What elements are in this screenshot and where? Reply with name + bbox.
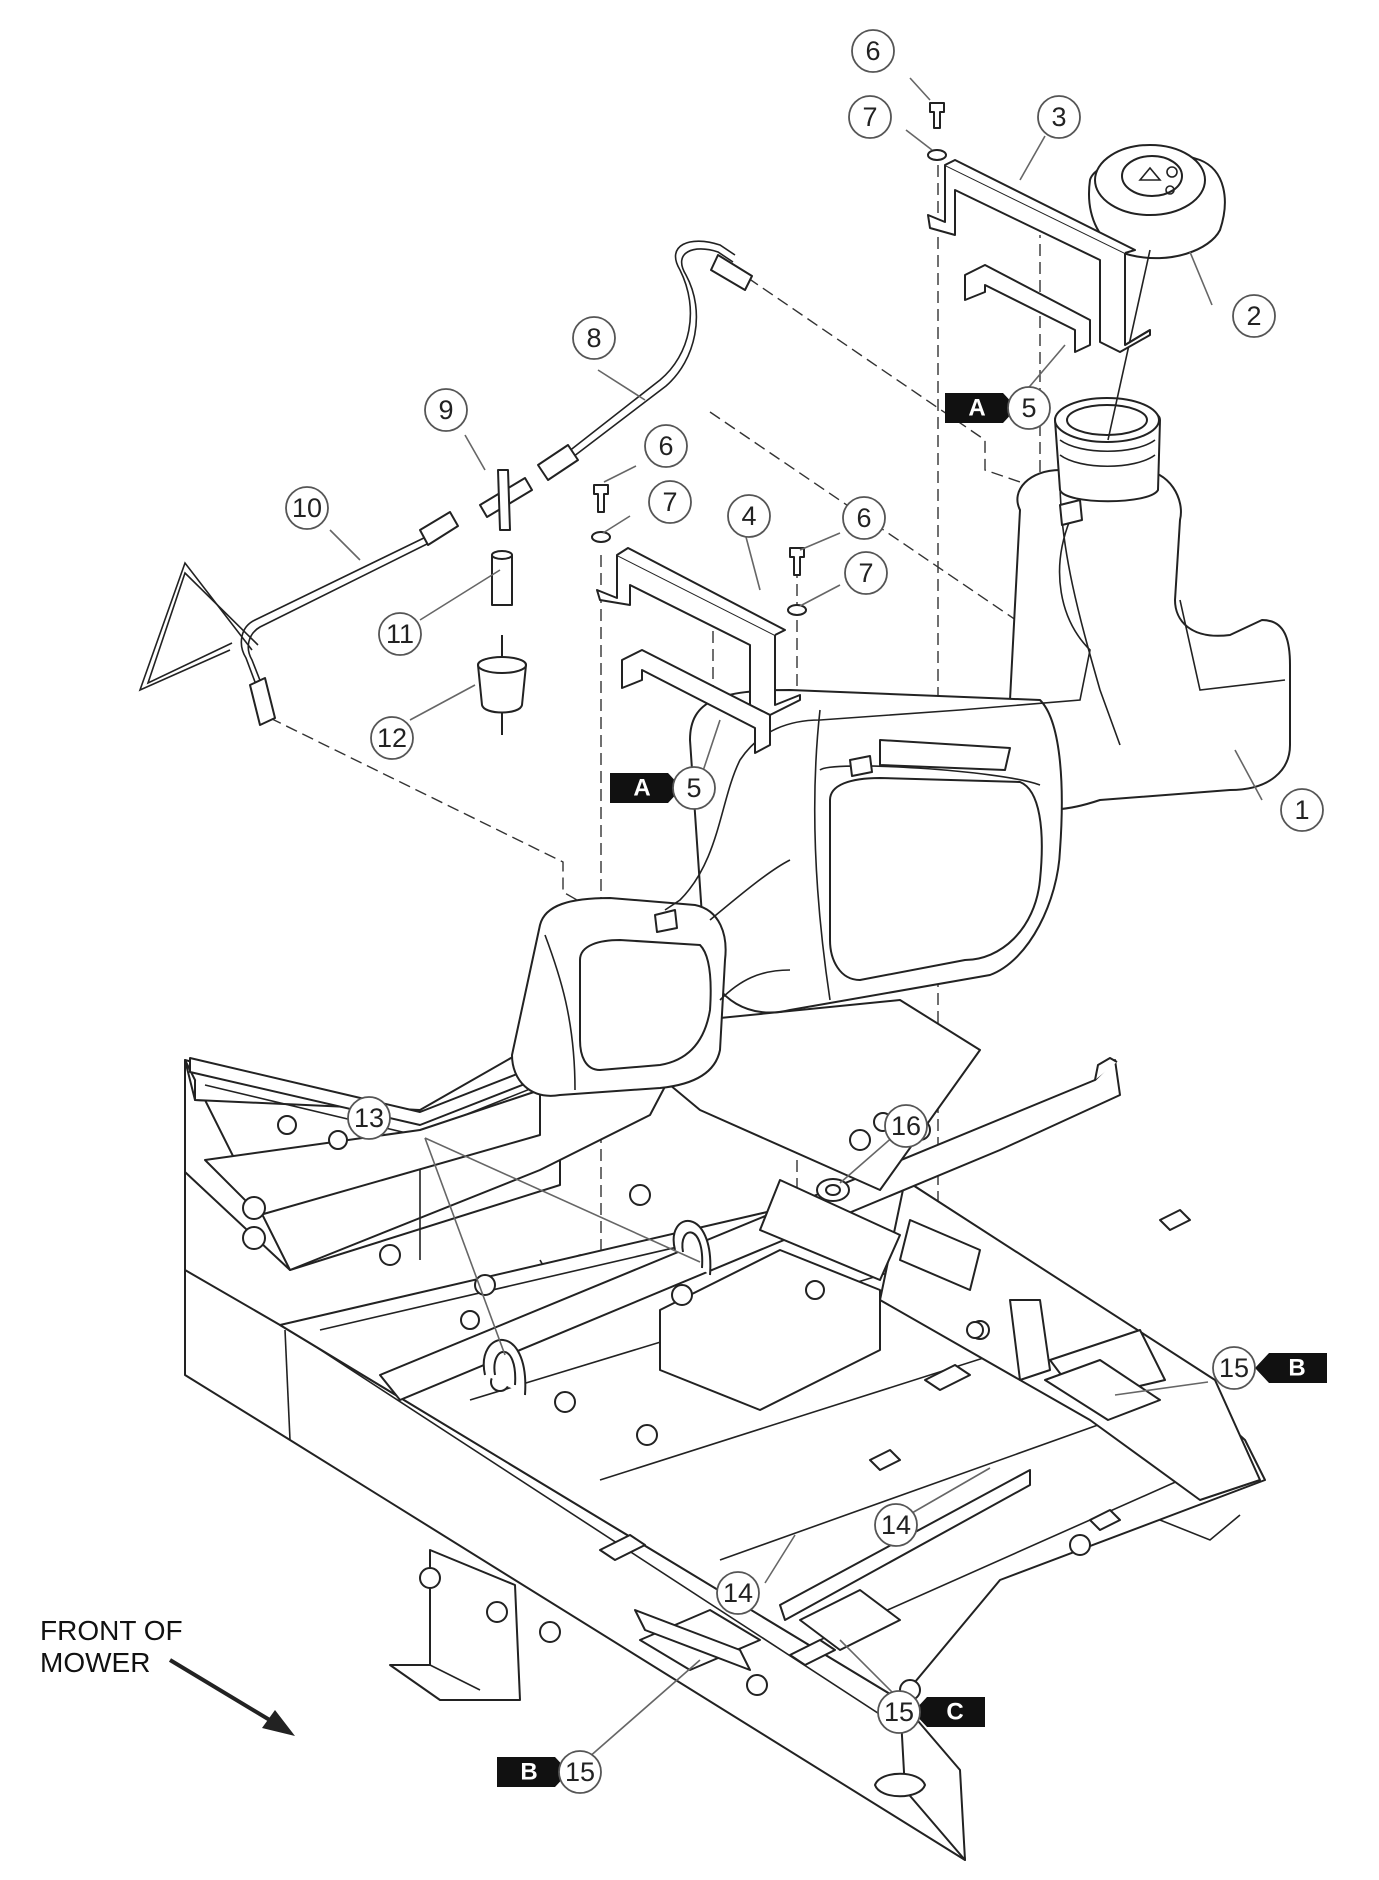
svg-text:5: 5 [686, 773, 701, 803]
svg-text:14: 14 [881, 1510, 911, 1540]
callout-14-right: 14 [874, 1503, 918, 1547]
callout-4: 4 [727, 494, 771, 538]
flag-B-left: B [497, 1757, 569, 1787]
svg-text:14: 14 [723, 1578, 753, 1608]
callout-15-left: 15 [558, 1750, 602, 1794]
front-of-mower-indicator: FRONT OF MOWER [40, 1615, 295, 1736]
svg-text:4: 4 [741, 501, 756, 531]
flag-A-lower: A [610, 773, 682, 803]
svg-text:6: 6 [658, 431, 673, 461]
fuel-tank-1 [511, 397, 1291, 1097]
fuel-cap-2 [1088, 144, 1226, 441]
bracket-3 [927, 159, 1151, 353]
tee-fitting-9 [479, 469, 533, 531]
svg-text:A: A [968, 395, 985, 422]
leader-lines [329, 77, 1263, 1766]
flag-B-right: B [1255, 1353, 1327, 1383]
svg-text:1: 1 [1294, 795, 1309, 825]
svg-text:15: 15 [884, 1697, 914, 1727]
callout-1: 1 [1280, 788, 1324, 832]
callout-12: 12 [370, 716, 414, 760]
fuel-line-10 [138, 511, 459, 726]
front-arrow-head-icon [262, 1710, 295, 1736]
front-arrow-shaft [168, 1658, 280, 1727]
svg-text:B: B [1288, 1355, 1305, 1382]
callout-6-mid: 6 [644, 424, 688, 468]
callout-6-top: 6 [851, 29, 895, 73]
callout-15-lower: 15 [877, 1690, 921, 1734]
svg-text:13: 13 [354, 1103, 384, 1133]
callout-3: 3 [1037, 95, 1081, 139]
svg-text:16: 16 [891, 1111, 921, 1141]
strap-5-lower [621, 649, 771, 754]
fuel-line-11 [491, 550, 513, 606]
callout-7-right: 7 [844, 551, 888, 595]
svg-text:11: 11 [386, 619, 414, 649]
callout-13: 13 [347, 1096, 391, 1140]
svg-text:10: 10 [292, 493, 322, 523]
callout-6-right: 6 [842, 496, 886, 540]
svg-text:2: 2 [1246, 301, 1261, 331]
bumper-pads-15 [634, 1359, 1161, 1671]
callout-16: 16 [884, 1104, 928, 1148]
svg-text:3: 3 [1051, 102, 1066, 132]
svg-text:7: 7 [862, 102, 877, 132]
chassis-slots [599, 1209, 1191, 1798]
svg-text:A: A [633, 775, 650, 802]
flag-A-upper: A [945, 393, 1017, 423]
svg-text:C: C [946, 1699, 963, 1726]
callout-15-right: 15 [1212, 1346, 1256, 1390]
svg-text:6: 6 [856, 503, 871, 533]
chassis-frame [184, 966, 1266, 1861]
cable-tie-13 [482, 1219, 712, 1396]
front-label-line1: FRONT OF [40, 1615, 183, 1646]
svg-text:6: 6 [865, 36, 880, 66]
front-label-line2: MOWER [40, 1647, 150, 1678]
svg-text:9: 9 [438, 395, 453, 425]
callout-7-mid: 7 [648, 480, 692, 524]
svg-text:7: 7 [662, 487, 677, 517]
callout-8: 8 [572, 316, 616, 360]
svg-text:12: 12 [377, 723, 407, 753]
grommet-16 [816, 1178, 850, 1202]
flag-C: C [913, 1697, 985, 1727]
svg-text:15: 15 [565, 1757, 595, 1787]
callout-9: 9 [424, 388, 468, 432]
strap-5-upper [964, 264, 1091, 353]
svg-text:7: 7 [858, 558, 873, 588]
bolt-washer-set [591, 102, 947, 616]
fuel-line-8 [537, 240, 753, 481]
svg-text:5: 5 [1021, 393, 1036, 423]
callout-11: 11 [378, 612, 422, 656]
callout-14-left: 14 [716, 1571, 760, 1615]
callout-2: 2 [1232, 294, 1276, 338]
callout-5-lower: 5 [672, 766, 716, 810]
svg-text:8: 8 [586, 323, 601, 353]
callout-5-upper: 5 [1007, 386, 1051, 430]
bracket-4 [596, 547, 801, 716]
callout-7-top: 7 [848, 95, 892, 139]
svg-text:15: 15 [1219, 1353, 1249, 1383]
chassis-bolts [242, 966, 1091, 1701]
svg-text:B: B [520, 1759, 537, 1786]
fuel-filter-12 [477, 635, 527, 735]
callout-10: 10 [285, 486, 329, 530]
